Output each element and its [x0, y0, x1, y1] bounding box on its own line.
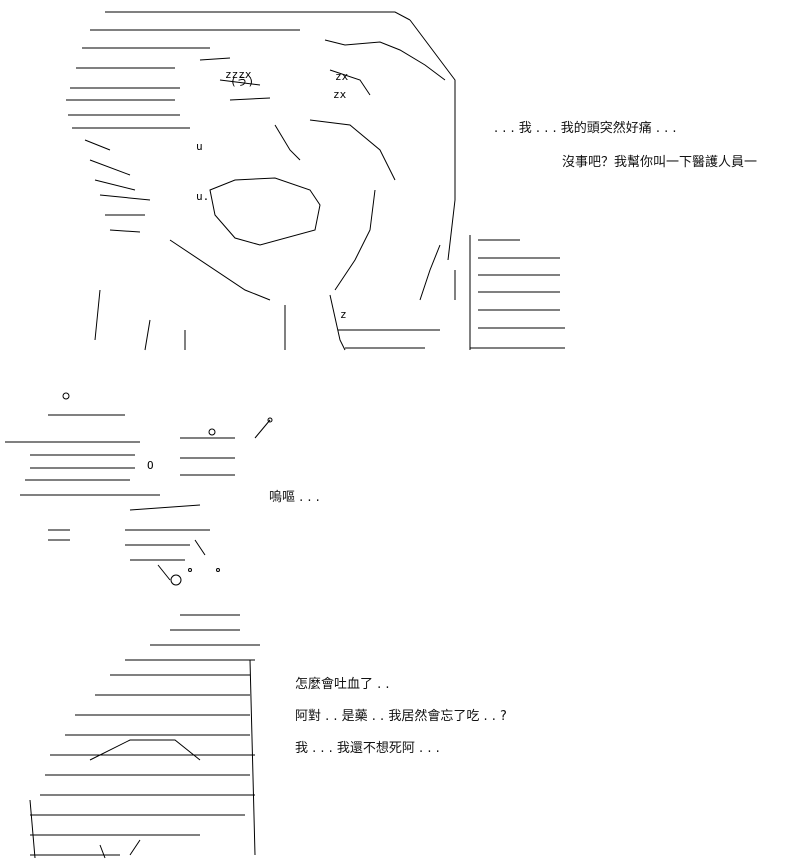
- panel-2-ascii-art-figure: O: [5, 392, 273, 586]
- dialogue-line: 阿對 . . 是藥 . . 我居然會忘了吃 . . ?: [295, 709, 507, 724]
- dialogue-line: 沒事吧？我幫你叫一下醫護人員一: [562, 155, 758, 170]
- dialogue-line: 我 . . . 我還不想死阿 . . .: [295, 741, 440, 756]
- svg-text:u.: u.: [196, 190, 209, 203]
- svg-text:(う): (う): [230, 75, 254, 88]
- panel-3-ascii-art-figure: [29, 614, 260, 859]
- svg-text:z: z: [340, 308, 347, 321]
- dialogue-line: 嗚嘔 . . .: [269, 490, 320, 505]
- dialogue-line: 怎麼會吐血了 . .: [295, 677, 390, 692]
- panel-3: 怎麼會吐血了 . . 阿對 . . 是藥 . . 我居然會忘了吃 . . ? 我…: [0, 600, 800, 862]
- svg-text:zzzx: zzzx: [225, 68, 252, 81]
- svg-text:zx: zx: [335, 70, 349, 83]
- svg-text:u: u: [196, 140, 203, 153]
- panel-1: zzzx zx zx (う) z u u. . . . 我 . . . 我的頭突…: [0, 0, 800, 370]
- svg-text:O: O: [147, 459, 154, 472]
- svg-text:zx: zx: [333, 88, 347, 101]
- dialogue-line: . . . 我 . . . 我的頭突然好痛 . . .: [494, 121, 677, 136]
- panel-1-ascii-art-figure: zzzx zx zx (う) z u u.: [66, 11, 565, 351]
- panel-2: O 嗚嘔 . . .: [0, 380, 800, 600]
